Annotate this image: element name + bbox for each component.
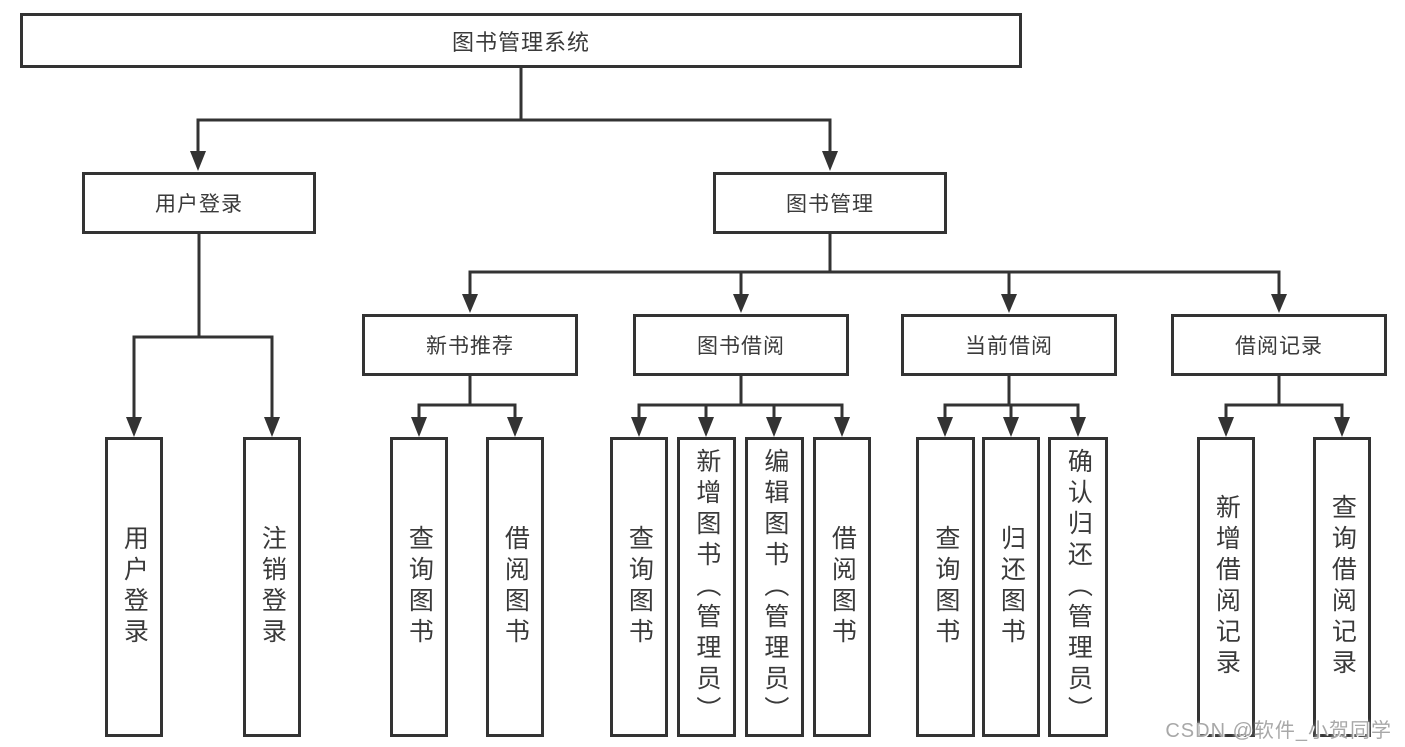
node-label: 新增图书（管理员） xyxy=(692,447,721,727)
leaf-add-borrow-record: 新增借阅记录 xyxy=(1197,437,1255,737)
node-borrowing-records: 借阅记录 xyxy=(1171,314,1387,376)
node-label: 图书管理 xyxy=(786,193,874,216)
leaf-user-login: 用户登录 xyxy=(105,437,163,737)
node-label: 查询图书 xyxy=(931,525,960,649)
node-label: 图书管理系统 xyxy=(451,29,590,55)
leaf-logout: 注销登录 xyxy=(243,437,301,737)
node-label: 借阅图书 xyxy=(828,525,857,649)
node-label: 图书借阅 xyxy=(697,335,785,358)
leaf-borrow-book: 借阅图书 xyxy=(813,437,871,737)
node-label: 新书推荐 xyxy=(426,335,514,358)
node-root-system: 图书管理系统 xyxy=(20,13,1022,68)
node-label: 查询借阅记录 xyxy=(1328,494,1357,680)
node-label: 新增借阅记录 xyxy=(1212,494,1241,680)
leaf-query-book: 查询图书 xyxy=(916,437,975,737)
node-new-book-recommend: 新书推荐 xyxy=(362,314,578,376)
node-book-management-module: 图书管理 xyxy=(713,172,947,234)
node-label: 当前借阅 xyxy=(965,335,1053,358)
leaf-return-book: 归还图书 xyxy=(982,437,1040,737)
csdn-watermark: CSDN @软件_小贺同学 xyxy=(1165,720,1392,742)
leaf-confirm-return-admin: 确认归还（管理员） xyxy=(1048,437,1108,737)
leaf-query-borrow-record: 查询借阅记录 xyxy=(1313,437,1371,737)
node-label: 借阅图书 xyxy=(501,525,530,649)
leaf-query-book: 查询图书 xyxy=(390,437,448,737)
leaf-query-book: 查询图书 xyxy=(610,437,668,737)
node-book-borrowing: 图书借阅 xyxy=(633,314,849,376)
node-label: 确认归还（管理员） xyxy=(1064,447,1093,727)
leaf-edit-book-admin: 编辑图书（管理员） xyxy=(745,437,804,737)
node-label: 归还图书 xyxy=(997,525,1026,649)
node-label: 编辑图书（管理员） xyxy=(760,447,789,727)
node-label: 借阅记录 xyxy=(1235,335,1323,358)
node-label: 用户登录 xyxy=(120,525,149,649)
node-label: 用户登录 xyxy=(155,193,243,216)
node-label: 查询图书 xyxy=(405,525,434,649)
node-user-login-module: 用户登录 xyxy=(82,172,316,234)
node-label: 查询图书 xyxy=(625,525,654,649)
node-current-borrowing: 当前借阅 xyxy=(901,314,1117,376)
node-label: 注销登录 xyxy=(258,525,287,649)
leaf-add-book-admin: 新增图书（管理员） xyxy=(677,437,736,737)
leaf-borrow-book: 借阅图书 xyxy=(486,437,544,737)
